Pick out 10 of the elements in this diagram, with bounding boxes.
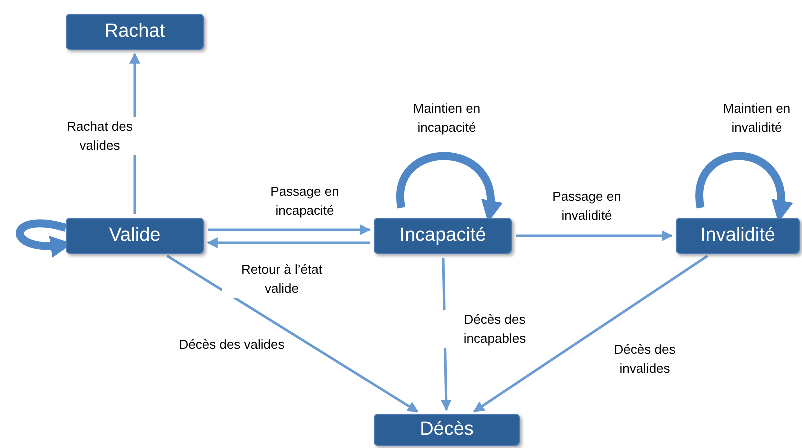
arrow <box>166 255 419 413</box>
arrow <box>473 255 708 413</box>
arrow <box>516 230 674 242</box>
arrow <box>208 224 372 236</box>
state-box: Invalidité <box>676 218 800 254</box>
state-box: Décès <box>374 414 520 446</box>
state-box: Incapacité <box>374 218 512 254</box>
arrow <box>206 238 370 248</box>
state-box: Valide <box>66 218 204 254</box>
state-box: Rachat <box>66 14 204 50</box>
